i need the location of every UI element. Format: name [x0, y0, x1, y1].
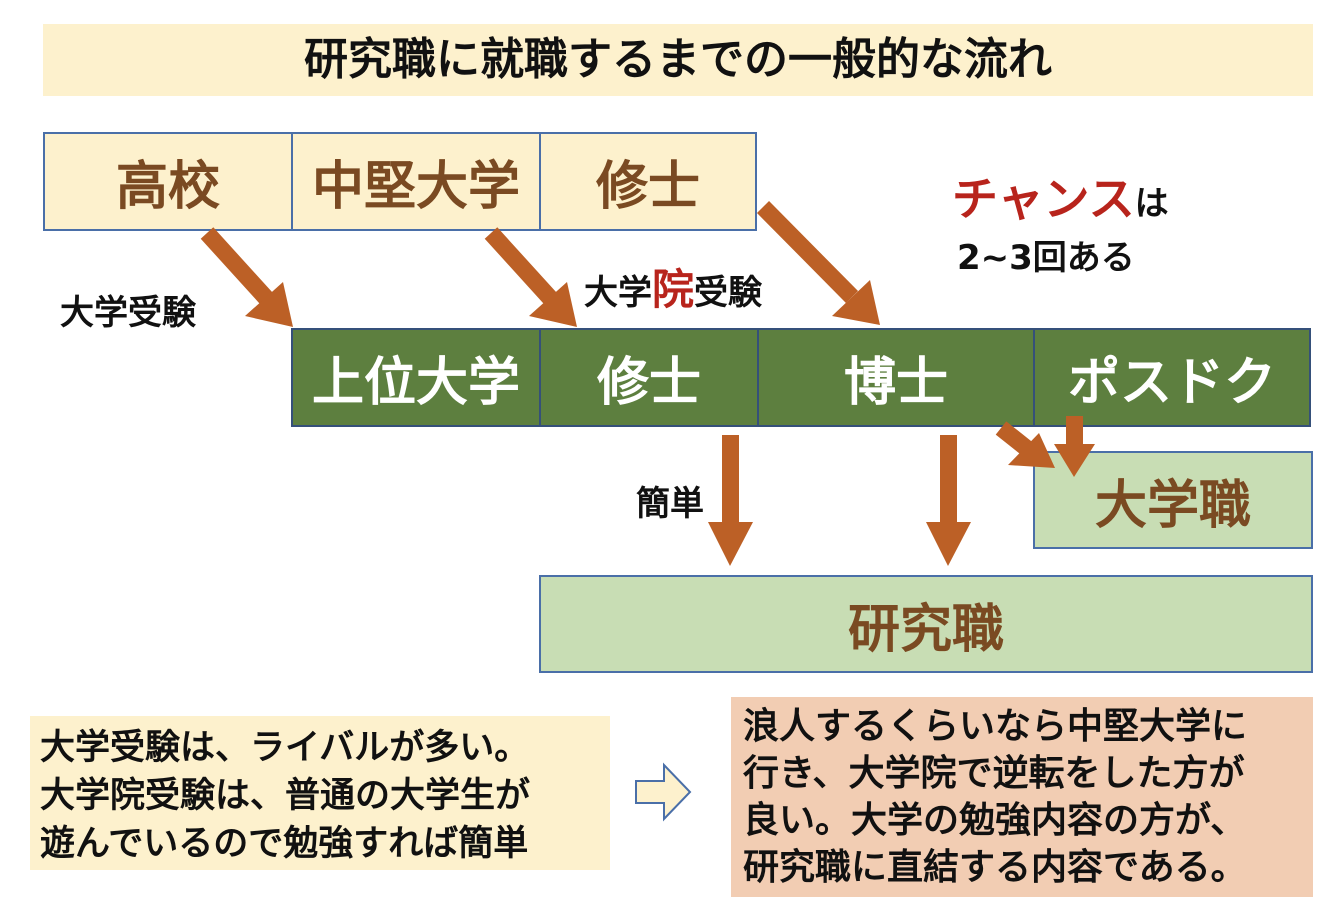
note-left-line: 大学院受験は、普通の大学生が	[40, 776, 531, 816]
label-easy: 簡単	[636, 484, 704, 524]
outcome-research-job: 研究職	[539, 575, 1313, 673]
arrow-doctorate-to-research	[926, 435, 971, 566]
stage-high-school: 高校	[43, 132, 293, 231]
arrow-masters-to-doctorate	[756, 201, 880, 325]
stage-masters-top: 修士	[539, 132, 757, 231]
arrow-entrance-exam	[200, 227, 293, 327]
note-left-line: 遊んでいるので勉強すれば簡単	[40, 824, 529, 864]
arrow-outline-icon	[635, 762, 692, 822]
label-grad-exam-suffix: 受験	[694, 273, 763, 313]
stage-mid-university: 中堅大学	[291, 132, 541, 231]
label-entrance-exam: 大学受験	[60, 293, 196, 333]
note-right-line: 行き、大学院で逆転をした方が	[743, 753, 1245, 794]
arrow-postdoc-to-university-job	[1054, 416, 1095, 477]
stage-doctorate: 博士	[757, 328, 1035, 427]
label-grad-exam-prefix: 大学	[584, 273, 652, 313]
arrow-mid-university-to-masters	[484, 227, 577, 327]
label-chance-suffix: は	[1134, 184, 1169, 224]
label-chance-highlight: チャンス	[952, 172, 1135, 226]
note-right-line: 研究職に直結する内容である。	[743, 847, 1247, 888]
label-chance: チャンスは	[952, 163, 1169, 229]
note-right-line: 浪人するくらいなら中堅大学に	[743, 706, 1248, 747]
diagram-title: 研究職に就職するまでの一般的な流れ	[43, 24, 1313, 96]
arrow-doctorate-to-university-job	[995, 421, 1055, 468]
arrow-masters-to-research	[708, 435, 753, 566]
note-left: 大学受験は、ライバルが多い。 大学院受験は、普通の大学生が 遊んでいるので勉強す…	[30, 716, 610, 870]
note-left-line: 大学受験は、ライバルが多い。	[40, 728, 530, 768]
note-right-line: 良い。大学の勉強内容の方が、	[743, 800, 1247, 841]
stage-postdoc: ポスドク	[1033, 328, 1311, 427]
note-right: 浪人するくらいなら中堅大学に 行き、大学院で逆転をした方が 良い。大学の勉強内容…	[731, 697, 1313, 897]
label-grad-exam-highlight: 院	[652, 265, 695, 314]
stage-top-university: 上位大学	[291, 328, 541, 427]
label-chance-count: 2~3回ある	[957, 238, 1135, 278]
label-grad-exam: 大学院受験	[584, 256, 762, 317]
